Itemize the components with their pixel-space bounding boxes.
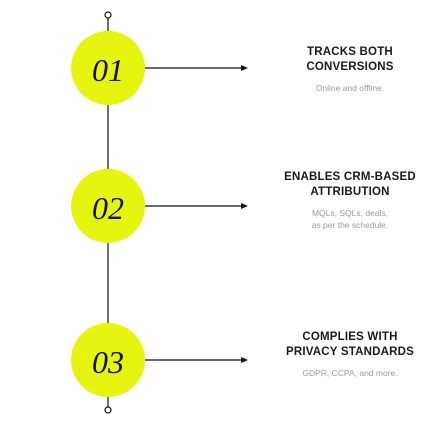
step-3-title: COMPLIES WITH PRIVACY STANDARDS: [255, 330, 445, 360]
step-1-desc-line-1: Online and offline.: [315, 83, 385, 93]
step-3-title-line-2: PRIVACY STANDARDS: [286, 346, 414, 358]
step-1-description: Online and offline.: [255, 82, 445, 94]
step-3-feature: COMPLIES WITH PRIVACY STANDARDS GDPR, CC…: [255, 330, 445, 379]
step-1-feature: TRACKS BOTH CONVERSIONS Online and offli…: [255, 45, 445, 94]
step-3-desc-line-1: GDPR, CCPA, and more.: [302, 368, 398, 378]
step-1-circle: [71, 31, 145, 105]
step-1-title-line-1: TRACKS BOTH: [307, 46, 393, 58]
step-1-number: 01: [92, 52, 124, 88]
timeline-top-endpoint: [104, 11, 112, 19]
step-2-title-line-1: ENABLES CRM-BASED: [284, 171, 416, 183]
step-3-circle: [71, 323, 145, 397]
step-1-title-line-2: CONVERSIONS: [306, 61, 394, 73]
step-2-title: ENABLES CRM-BASED ATTRIBUTION: [250, 170, 448, 200]
step-2-circle: [71, 169, 145, 243]
step-2-description: MQLs, SQLs, deals, as per the schedule.: [250, 207, 448, 231]
step-3-arrow-head: [241, 357, 248, 363]
step-2-feature: ENABLES CRM-BASED ATTRIBUTION MQLs, SQLs…: [250, 170, 448, 231]
step-1-arrow-head: [241, 65, 248, 71]
step-2-number: 02: [92, 190, 124, 226]
step-2-desc-line-2: as per the schedule.: [311, 220, 389, 230]
step-1-title: TRACKS BOTH CONVERSIONS: [255, 45, 445, 75]
step-2-title-line-2: ATTRIBUTION: [310, 186, 390, 198]
step-3-title-line-1: COMPLIES WITH: [302, 331, 398, 343]
step-3-number: 03: [92, 344, 124, 380]
timeline-bottom-endpoint: [104, 406, 112, 414]
step-2-desc-line-1: MQLs, SQLs, deals,: [311, 208, 389, 218]
step-2-arrow-head: [241, 203, 248, 209]
step-3-description: GDPR, CCPA, and more.: [255, 367, 445, 379]
